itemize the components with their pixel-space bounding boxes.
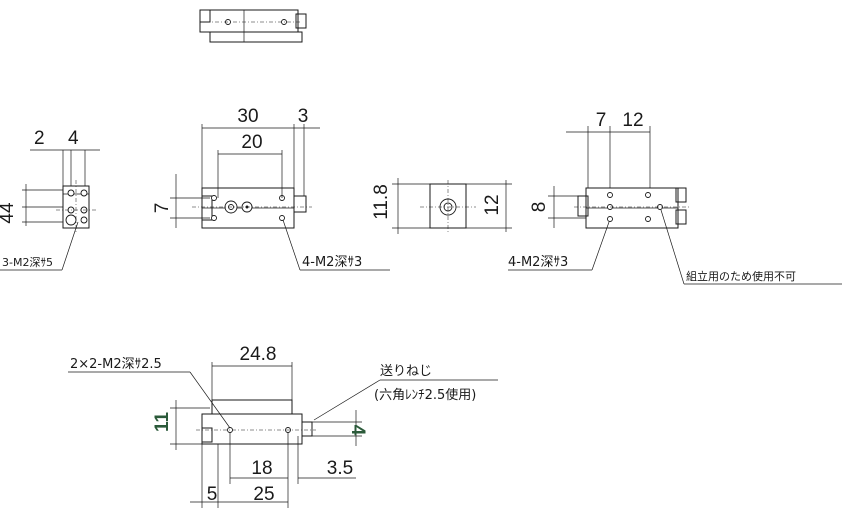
left-side-view: 2 4 44 3-M2深ｻ5	[0, 128, 100, 271]
note-feed-screw-detail: (六角ﾚﾝﾁ2.5使用)	[374, 387, 476, 403]
note-left-holes: 3-M2深ｻ5	[2, 256, 53, 269]
dim-4-bottom: 4	[347, 425, 368, 436]
end-view: 11.8 12	[371, 178, 512, 234]
dim-3-5: 3.5	[327, 458, 353, 479]
dim-3: 3	[298, 106, 309, 127]
top-view	[199, 9, 307, 43]
dim-4: 4	[68, 128, 79, 149]
dim-12: 12	[482, 194, 503, 215]
dim-18: 18	[251, 458, 272, 479]
dim-8: 8	[529, 202, 550, 213]
dim-44: 44	[0, 202, 18, 224]
dim-7-right: 7	[596, 110, 607, 131]
note-front-holes: 4-M2深ｻ3	[302, 255, 362, 270]
front-view: 30 3 20 7 4-M2深ｻ3	[152, 106, 390, 271]
dim-11-8: 11.8	[371, 184, 392, 220]
dim-2: 2	[34, 128, 45, 149]
note-right-holes: 4-M2深ｻ3	[508, 255, 568, 270]
note-feed-screw: 送りねじ	[380, 364, 432, 379]
dim-25: 25	[253, 484, 274, 505]
note-assembly: 組立用のため使用不可	[686, 269, 796, 283]
dim-12-right: 12	[622, 110, 643, 131]
note-bottom-holes: 2×2-M2深ｻ2.5	[70, 357, 162, 372]
bottom-view: 24.8 11 4 18 3.5 5 25 2×2-M2深ｻ2.5 送りねじ (…	[68, 344, 498, 508]
dim-7: 7	[152, 203, 173, 214]
dim-20: 20	[241, 132, 262, 153]
dim-30: 30	[237, 106, 258, 127]
dim-11: 11	[152, 412, 173, 433]
dim-5: 5	[207, 484, 218, 505]
dim-24-8: 24.8	[240, 344, 277, 365]
right-view: 7 12 8 4-M2深ｻ3 組立用のため使用不可	[508, 110, 842, 285]
